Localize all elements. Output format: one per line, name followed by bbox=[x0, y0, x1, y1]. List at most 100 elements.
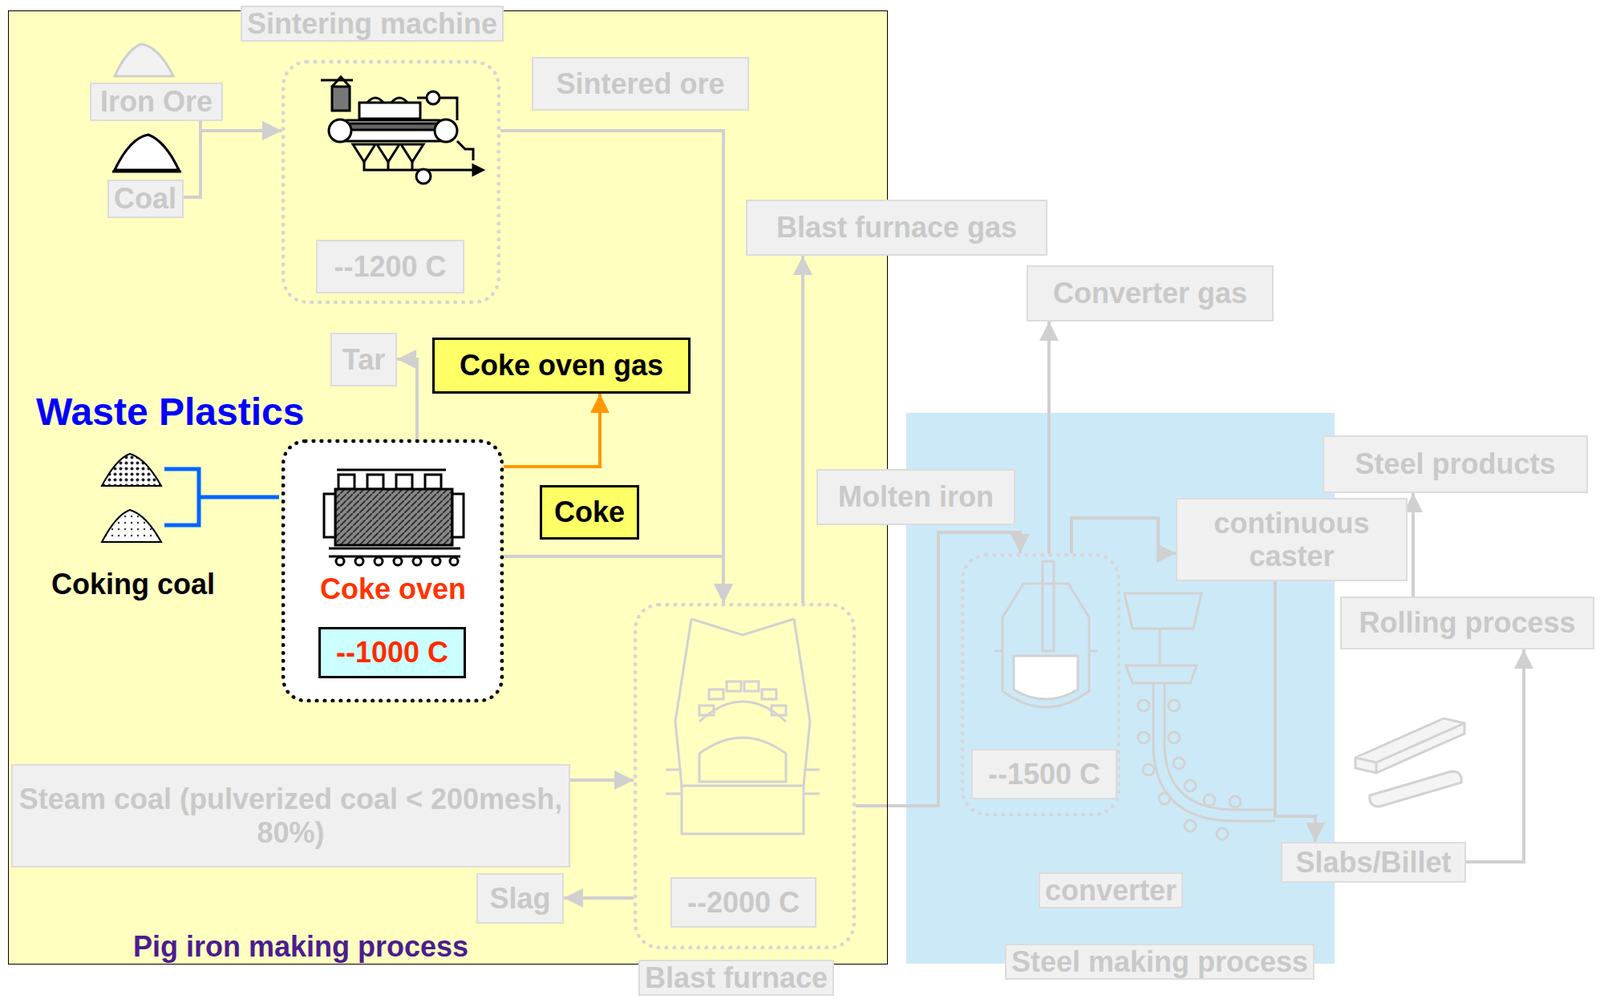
caster-icon bbox=[1153, 683, 1276, 822]
sintering-machine-icon bbox=[473, 165, 483, 175]
process-region: Steel making processconverter--1500 Ccon… bbox=[906, 413, 1335, 965]
box-text: Slabs/Billet bbox=[1295, 846, 1451, 879]
box-text: Tar bbox=[342, 343, 385, 377]
flow-arrow bbox=[1071, 518, 1176, 554]
sintering-machine-icon bbox=[328, 119, 352, 142]
ore-pile bbox=[114, 44, 174, 77]
blast-furnace-icon bbox=[708, 689, 724, 700]
product-box: Converter gas bbox=[1026, 265, 1274, 322]
machine-box: converter--1500 C bbox=[960, 553, 1121, 817]
sintering-machine-icon bbox=[359, 102, 421, 119]
caster-icon bbox=[1173, 757, 1185, 770]
flow-arrow bbox=[570, 778, 634, 782]
sintering-machine-icon bbox=[320, 76, 483, 184]
converter-icon bbox=[1013, 656, 1078, 700]
product-box: Steel products bbox=[1322, 435, 1588, 494]
flow-arrow bbox=[1466, 649, 1524, 863]
box-text: Iron Ore bbox=[100, 85, 213, 118]
coke-oven-icon bbox=[336, 557, 345, 566]
sintering-machine-icon bbox=[352, 144, 424, 163]
coke-oven-icon bbox=[396, 474, 413, 490]
region-heading: converter bbox=[1038, 872, 1183, 909]
box-text: --2000 C bbox=[687, 886, 800, 920]
flow-arrow bbox=[1411, 493, 1415, 597]
coke-oven-icon bbox=[393, 557, 402, 566]
coke-oven-icon bbox=[367, 474, 384, 490]
input-label: Coking coal bbox=[51, 567, 215, 601]
caster-icon bbox=[1138, 700, 1150, 712]
coke-oven-icon bbox=[374, 557, 383, 566]
product-box: Coke oven gas bbox=[432, 337, 691, 394]
sintering-machine-icon bbox=[364, 162, 450, 171]
sintering-machine-icon bbox=[426, 91, 440, 105]
flow-arrow bbox=[1047, 321, 1051, 554]
caster-icon bbox=[1158, 793, 1171, 805]
blast-furnace-icon bbox=[744, 681, 759, 692]
coal-pile bbox=[114, 134, 179, 171]
flow-arrow bbox=[503, 556, 724, 604]
box-text: Molten iron bbox=[838, 480, 994, 514]
caster-icon bbox=[1184, 820, 1196, 832]
box-text: Coke oven gas bbox=[459, 348, 664, 382]
box-text: Coke bbox=[554, 495, 625, 529]
process-box: Rolling process bbox=[1340, 596, 1595, 650]
coke-oven-icon bbox=[324, 469, 464, 566]
sintering-machine-icon bbox=[457, 141, 474, 161]
box-text: Steam coal (pulverized coal < 200mesh, 8… bbox=[12, 782, 569, 850]
product-box: Blast furnace gas bbox=[745, 199, 1048, 256]
sintering-machine-icon bbox=[434, 119, 458, 142]
coke-oven-icon bbox=[336, 469, 446, 472]
converter-icon bbox=[1042, 561, 1054, 652]
box-text: --1200 C bbox=[333, 250, 446, 284]
coke-oven-icon bbox=[338, 474, 355, 490]
box-text: --1500 C bbox=[988, 757, 1101, 791]
blast-furnace-icon bbox=[691, 619, 794, 636]
coke-oven-icon bbox=[335, 489, 453, 546]
caster-icon bbox=[1216, 828, 1228, 840]
flow-arrow bbox=[396, 359, 418, 440]
blast-furnace-icon bbox=[699, 701, 786, 722]
sintering-machine-icon bbox=[332, 86, 350, 111]
blast-furnace-icon bbox=[771, 705, 786, 716]
coal-piles bbox=[101, 510, 162, 543]
coke-oven-icon bbox=[355, 557, 364, 566]
caster-icon bbox=[1203, 794, 1216, 807]
caster-icon bbox=[1126, 665, 1197, 684]
temperature-box: --1000 C bbox=[318, 627, 466, 679]
feed-bracket bbox=[164, 469, 280, 526]
blast-furnace-icon bbox=[761, 689, 777, 700]
input-label: Waste Plastics bbox=[36, 392, 304, 433]
caster-icon bbox=[1229, 796, 1241, 808]
sintering-machine-icon bbox=[416, 169, 431, 184]
region-heading: Coke oven bbox=[320, 572, 466, 606]
temperature-box: --2000 C bbox=[670, 877, 817, 928]
coke-oven-icon bbox=[328, 548, 461, 557]
converter-icon bbox=[994, 561, 1098, 708]
blast-furnace-icon bbox=[699, 705, 714, 716]
coal-piles bbox=[101, 453, 162, 543]
coke-oven-icon bbox=[413, 557, 422, 566]
slab-billet-icon bbox=[1355, 723, 1465, 774]
coal-pile bbox=[112, 134, 182, 172]
coal-pile bbox=[112, 170, 182, 174]
temperature-box: --1200 C bbox=[315, 239, 465, 294]
region-fill bbox=[8, 10, 1335, 965]
caster-icon bbox=[1142, 764, 1155, 776]
product-box: Slag bbox=[476, 873, 564, 924]
converter-icon bbox=[1002, 583, 1090, 708]
flow-arrow bbox=[563, 896, 634, 900]
sintering-machine-icon bbox=[336, 120, 450, 142]
box-text: Steel products bbox=[1354, 447, 1556, 481]
blast-furnace-icon bbox=[681, 785, 804, 835]
caster-icon bbox=[1184, 780, 1196, 792]
coke-oven-icon bbox=[449, 557, 458, 566]
flow-arrow bbox=[1275, 581, 1316, 843]
box-text: continuous caster bbox=[1177, 506, 1406, 574]
product-box: Tar bbox=[330, 332, 397, 387]
flow-arrow bbox=[183, 130, 283, 198]
caster-icon bbox=[1138, 732, 1150, 744]
process-region: Pig iron making processSintering machine… bbox=[8, 10, 888, 965]
coke-oven-icon bbox=[324, 494, 336, 538]
caster-icon bbox=[1124, 593, 1202, 629]
box-text: Coal bbox=[113, 182, 177, 215]
